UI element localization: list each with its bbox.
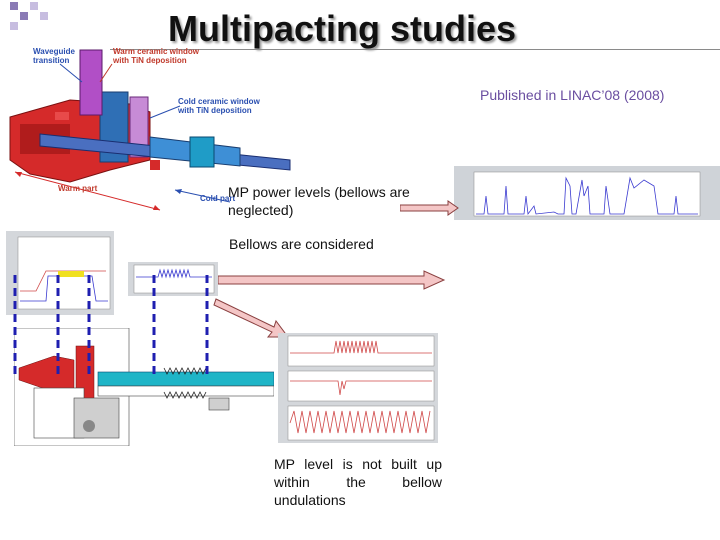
title-rule [110, 49, 720, 50]
left-plot-thumbnail [6, 231, 114, 315]
corner-square [20, 12, 28, 20]
middle-plot-thumbnail [128, 262, 218, 296]
arrow-head [15, 172, 22, 177]
detail [55, 112, 69, 120]
waveguide-column [79, 49, 103, 116]
cad-part [208, 397, 230, 411]
label-line: Waveguide [33, 47, 75, 56]
label-warm-window: Warm ceramic window with TiN deposition [113, 47, 199, 65]
warm-part-arrow [14, 171, 161, 211]
coax-inner [97, 385, 275, 397]
label-line: Cold ceramic window [178, 97, 260, 106]
plot-area [473, 171, 701, 217]
arrow-shape [218, 270, 446, 290]
coupler-cad-drawing [9, 49, 291, 211]
bellow-undulations [163, 367, 207, 375]
detail [150, 160, 160, 170]
bellows-cad-image [13, 327, 275, 447]
label-cold-part: Cold part [200, 194, 236, 203]
coupler-cad-image: Waveguide transition Warm ceramic window… [0, 42, 300, 217]
label-line: with TiN deposition [113, 56, 187, 65]
arrow-to-power-plot [400, 200, 459, 216]
middle-plot [128, 262, 218, 296]
arrow-bellows [218, 270, 446, 290]
stacked-plots-thumbnail [278, 333, 438, 443]
bellows-cad-drawing [13, 327, 275, 447]
publication-note: Published in LINAC’08 (2008) [480, 87, 665, 103]
corner-square [10, 2, 18, 10]
plot-area [287, 370, 435, 402]
slide-title: Multipacting studies [168, 8, 517, 49]
cold-window-flange [189, 136, 215, 168]
leader-line [59, 63, 83, 83]
corner-square [10, 22, 18, 30]
dashed-guides [13, 275, 209, 375]
label-line: transition [33, 56, 70, 65]
note-conclusion: MP level is not built up within the bell… [274, 456, 442, 508]
left-plot [6, 231, 114, 315]
mp-power-plot [454, 166, 720, 220]
bellow-undulations [163, 391, 207, 399]
flange [129, 96, 149, 158]
leader-line [99, 63, 113, 83]
plot-trace [290, 380, 432, 396]
cad-part [73, 397, 120, 439]
arrow-shape [400, 200, 459, 216]
label-cold-window: Cold ceramic window with TiN deposition [178, 97, 260, 115]
corner-square [40, 12, 48, 20]
label-waveguide: Waveguide transition [33, 47, 75, 65]
corner-square [30, 2, 38, 10]
plot-trace [289, 410, 431, 434]
cold-part-arrow [174, 189, 231, 203]
bolt [83, 420, 95, 432]
stacked-plots [278, 333, 438, 443]
label-line: Warm ceramic window [113, 47, 199, 56]
plot-area [133, 264, 215, 294]
label-line: with TiN deposition [178, 106, 252, 115]
note-power-levels: MP power levels (bellows are neglected) [228, 184, 410, 218]
note-bellows: Bellows are considered [229, 236, 374, 252]
leader-line [149, 105, 181, 119]
label-warm-part: Warm part [58, 184, 98, 193]
plot-trace [290, 340, 432, 354]
plot-trace [476, 176, 698, 216]
plot-trace [136, 268, 212, 279]
mp-power-plot-thumbnail [454, 166, 720, 220]
highlight-band [58, 271, 84, 277]
arrow-head [175, 189, 182, 194]
arrow-head [153, 205, 160, 210]
plot-area [287, 335, 435, 367]
